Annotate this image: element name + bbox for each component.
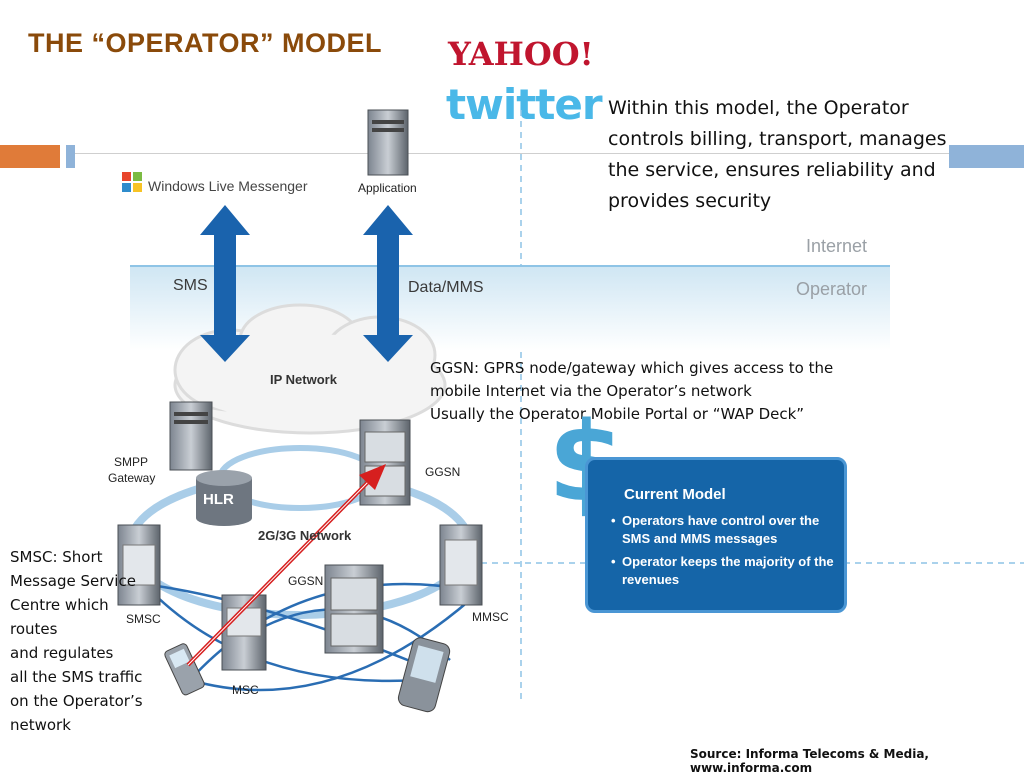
internet-zone-label: Internet [806,236,868,256]
smsc-annotation-line5: and regulates [10,644,114,662]
smsc-annotation: SMSC: Short Message Service Centre which… [10,545,160,737]
model-description: Within this model, the Operator controls… [608,97,947,212]
mmsc-rack [439,524,483,606]
ggsn-annotation-line3: Usually the Operator Mobile Portal or “W… [430,405,805,423]
twitter-logo: twitter [446,80,603,129]
ggsn-annotation-line2: mobile Internet via the Operator’s netwo… [430,382,752,400]
smsc-annotation-line7: on the Operator’s [10,692,143,710]
phone-right [397,637,451,713]
ggsn-top-rack [359,419,411,506]
application-server [367,109,409,176]
smpp-gateway-label-line2: Gateway [108,471,156,485]
sms-arrow [200,205,250,362]
red-highlight-arrow [186,464,386,667]
ip-network-label: IP Network [270,372,337,387]
ggsn-bottom-rack [324,564,384,654]
ggsn-top-label: GGSN [425,465,461,479]
smsc-annotation-line4: routes [10,620,58,638]
current-model-bullet-2: Operator keeps the majority of the reven… [611,553,837,589]
ggsn-annotation-line1: GGSN: GPRS node/gateway which gives acce… [430,359,834,377]
hlr-database [196,470,252,526]
smsc-annotation-line1: SMSC: Short [10,548,103,566]
smsc-label: SMSC [126,612,161,626]
smsc-annotation-line2: Message Service [10,572,136,590]
smpp-gateway-label-line1: SMPP [114,455,149,469]
sms-label: SMS [173,277,208,294]
yahoo-logo: YAHOO! [448,35,594,73]
smpp-gateway-server [169,401,213,471]
smsc-annotation-line6: all the SMS traffic [10,668,143,686]
data-mms-label: Data/MMS [408,279,484,296]
left-accent-bar-small [66,145,75,168]
messenger-label: Windows Live Messenger [148,178,308,194]
windows-logo-icon [122,172,142,192]
left-accent-bar [0,145,60,168]
data-mms-arrow [363,205,413,362]
smsc-annotation-line8: network [10,716,71,734]
source-citation: Source: Informa Telecoms & Media, www.in… [690,747,929,775]
operator-zone-label: Operator [796,279,868,299]
current-model-box: Current Model Operators have control ove… [585,457,847,613]
current-model-title: Current Model [624,486,726,503]
mmsc-label: MMSC [472,610,509,624]
current-model-bullet-1: Operators have control over the SMS and … [611,512,837,548]
ggsn-bottom-label: GGSN [288,574,324,588]
msc-server [221,594,267,671]
smsc-annotation-line3: Centre which [10,596,109,614]
ggsn-annotation: GGSN: GPRS node/gateway which gives acce… [430,357,880,426]
msc-label: MSC [232,683,259,697]
slide-title: THE “OPERATOR” MODEL [28,28,383,58]
2g3g-network-label: 2G/3G Network [258,528,352,543]
application-label: Application [358,181,417,195]
right-accent-bar [949,145,1024,168]
hlr-label: HLR [203,491,234,508]
top-divider-line [75,153,949,154]
phone-left [164,643,205,696]
smsc-rack [117,524,161,606]
